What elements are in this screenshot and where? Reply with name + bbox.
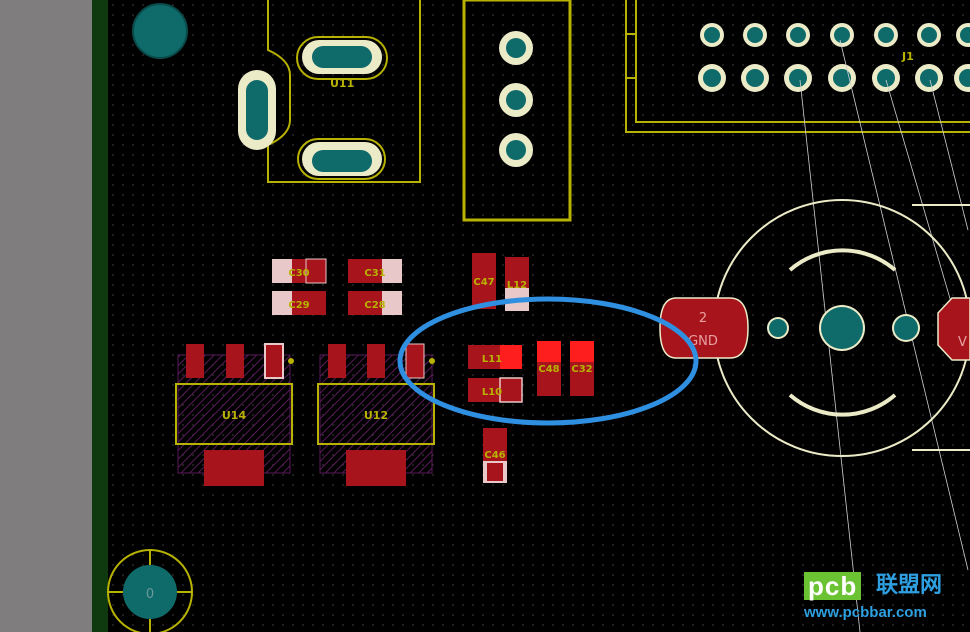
j1-pin-top-5-hole (878, 27, 894, 43)
j1-pin-top-7-hole (960, 27, 970, 43)
label-c31: C31 (364, 268, 385, 279)
label-c30: C30 (288, 268, 309, 279)
header-3pin[interactable] (462, 0, 572, 222)
mount-via-top-left[interactable] (132, 3, 188, 59)
watermark-brand: pcb (804, 572, 862, 600)
cap-c46[interactable]: C46 (483, 428, 507, 483)
watermark-brand-cn: 联盟网 (876, 573, 943, 598)
j1-pin-top-3-hole (790, 27, 806, 43)
label-l10: L10 (482, 387, 502, 398)
label-u12: U12 (364, 409, 388, 422)
caps-circled-group[interactable]: C48 C32 (537, 341, 594, 396)
watermark-url: www.pcbbar.com (804, 604, 927, 621)
j1-pin-top-6-hole (921, 27, 937, 43)
board-left-edge (92, 0, 108, 632)
jack-pin-net: GND (688, 334, 718, 349)
j1-pin-bottom-7-hole (959, 69, 970, 87)
label-c48: C48 (538, 364, 559, 375)
label-c29: C29 (288, 300, 309, 311)
left-gray-margin (0, 0, 92, 632)
label-l12: L12 (507, 280, 527, 291)
j1-pin-top-4-hole (834, 27, 850, 43)
label-c47: C47 (473, 277, 494, 288)
label-c32: C32 (571, 364, 592, 375)
regulator-u12[interactable]: U12 (317, 343, 435, 486)
j1-pin-bottom-4-hole (833, 69, 851, 87)
jack-pin-number: 2 (699, 311, 707, 326)
label-u14: U14 (222, 409, 247, 422)
label-crystal: U11 (330, 77, 354, 90)
mount-hole-bottom-left[interactable]: 0 (107, 549, 193, 632)
header-j1[interactable]: J1 (625, 0, 970, 133)
label-l11: L11 (482, 354, 502, 365)
dc-jack[interactable]: 2 GND V (659, 199, 970, 457)
mount-hole-label: 0 (146, 587, 154, 602)
caps-left-group[interactable]: C30 C31 C29 C28 (272, 258, 402, 315)
crystal-u11[interactable]: U11 (238, 0, 421, 183)
regulator-u14[interactable]: U14 (175, 343, 294, 486)
j1-pin-bottom-6-hole (920, 69, 938, 87)
j1-pin-bottom-2-hole (746, 69, 764, 87)
highlight-ellipse (397, 296, 699, 426)
inductors-group[interactable]: L11 L10 (468, 345, 523, 403)
j1-pin-bottom-1-hole (703, 69, 721, 87)
j1-pin-bottom-3-hole (789, 69, 807, 87)
label-c28: C28 (364, 300, 385, 311)
label-j1: J1 (901, 50, 914, 63)
watermark: pcb 联盟网 www.pcbbar.com (804, 572, 964, 624)
j1-pin-top-2-hole (747, 27, 763, 43)
jack-right-net: V (958, 335, 967, 350)
j1-pin-top-1-hole (704, 27, 720, 43)
j1-pin-bottom-5-hole (877, 69, 895, 87)
label-c46: C46 (484, 450, 505, 461)
